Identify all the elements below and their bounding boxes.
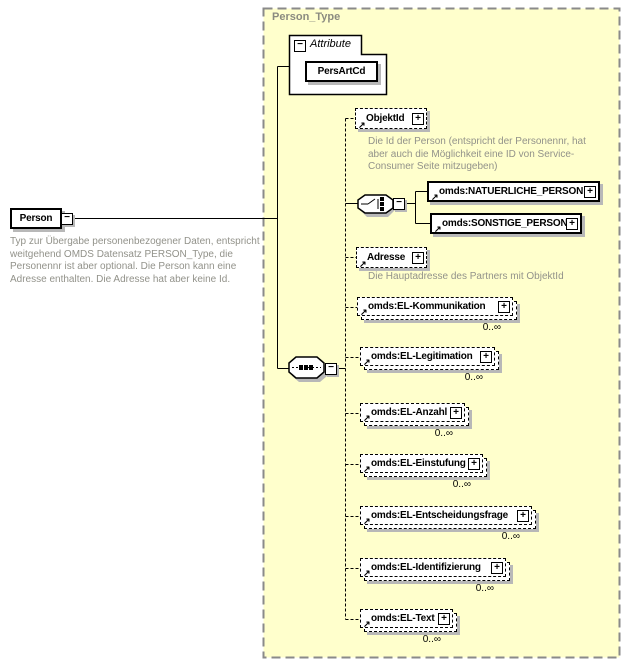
annotation-text: Typ zur Übergabe personenbezogener Daten… [10,236,260,285]
reference-arrow-icon: ↗ [358,120,366,130]
expand-icon[interactable]: + [566,217,578,230]
annotation-text: Die Id der Person (entspricht der Person… [368,136,586,172]
expand-icon[interactable]: + [438,612,450,625]
occurrence-label: 0..∞ [422,634,441,645]
element-label: omds:EL-Kommunikation [368,301,486,312]
occurrence-label: 0..∞ [452,479,471,490]
collapse-icon[interactable]: − [325,363,337,375]
expand-icon[interactable]: + [480,350,492,363]
element-el-entscheidungsfrage[interactable]: ↗ omds:EL-Entscheidungsfrage + [360,506,536,529]
reference-arrow-icon: ↗ [363,568,371,578]
expand-icon[interactable]: + [498,300,510,313]
reference-arrow-icon: ↗ [363,413,371,423]
element-el-kommunikation[interactable]: ↗ omds:EL-Kommunikation + [357,297,517,320]
element-label: omds:EL-Entscheidungsfrage [371,510,509,521]
element-label: omds:EL-Einstufung [371,458,466,469]
collapse-icon[interactable]: − [393,198,405,210]
expand-icon[interactable]: + [491,561,503,574]
reference-arrow-icon: ↗ [360,307,368,317]
element-el-anzahl[interactable]: ↗ omds:EL-Anzahl + [360,403,469,426]
sequence-connector[interactable] [288,355,330,390]
occurrence-label: 0..∞ [501,531,520,542]
reference-arrow-icon: ↗ [434,224,442,234]
element-person[interactable]: Person [10,208,62,229]
element-sonstige-person[interactable]: ↗ omds:SONSTIGE_PERSON + [430,213,582,234]
sequence-icon [288,356,327,382]
reference-arrow-icon: ↗ [363,464,371,474]
attribute-label: PersArtCd [317,66,366,77]
element-label: Person [19,213,53,224]
element-el-text[interactable]: ↗ omds:EL-Text + [360,609,457,632]
reference-arrow-icon: ↗ [363,516,371,526]
expand-icon[interactable]: + [412,112,424,125]
expand-icon[interactable]: + [584,185,596,198]
element-label: omds:EL-Legitimation [371,351,473,362]
element-el-einstufung[interactable]: ↗ omds:EL-Einstufung + [360,454,487,477]
annotation-text: Die Hauptadresse des Partners mit Objekt… [368,271,564,282]
occurrence-label: 0..∞ [464,372,483,383]
expand-icon[interactable]: + [517,509,529,522]
occurrence-label: 0..∞ [482,322,501,333]
occurrence-label: 0..∞ [434,428,453,439]
reference-arrow-icon: ↗ [363,357,371,367]
element-label: ObjektId [366,113,405,124]
reference-arrow-icon: ↗ [363,619,371,629]
element-label: omds:EL-Text [371,613,435,624]
element-label: omds:SONSTIGE_PERSON [442,218,568,229]
element-el-legitimation[interactable]: ↗ omds:EL-Legitimation + [360,347,499,370]
attribute-persartcd[interactable]: PersArtCd [305,61,378,82]
collapse-icon[interactable]: − [61,213,73,225]
reference-arrow-icon: ↗ [359,259,367,269]
element-label: omds:NATUERLICHE_PERSON [439,186,584,197]
element-label: Adresse [367,252,406,263]
expand-icon[interactable]: + [412,251,424,264]
element-adresse[interactable]: ↗ Adresse + [356,247,427,269]
person-type-title: Person_Type [272,11,341,23]
choice-icon [357,194,395,217]
element-el-identifizierung[interactable]: ↗ omds:EL-Identifizierung + [360,558,510,581]
element-natuerliche-person[interactable]: ↗ omds:NATUERLICHE_PERSON + [427,181,600,202]
attribute-group-label: Attribute [310,38,351,50]
element-objektid[interactable]: ↗ ObjektId + [355,108,427,130]
occurrence-label: 0..∞ [475,583,494,594]
expand-icon[interactable]: + [450,406,462,419]
person-type-panel [262,7,621,659]
element-label: omds:EL-Identifizierung [371,562,481,573]
reference-arrow-icon: ↗ [431,192,439,202]
element-label: omds:EL-Anzahl [371,407,448,418]
choice-connector[interactable] [356,192,398,225]
expand-icon[interactable]: + [468,457,480,470]
collapse-icon[interactable]: − [294,40,306,52]
